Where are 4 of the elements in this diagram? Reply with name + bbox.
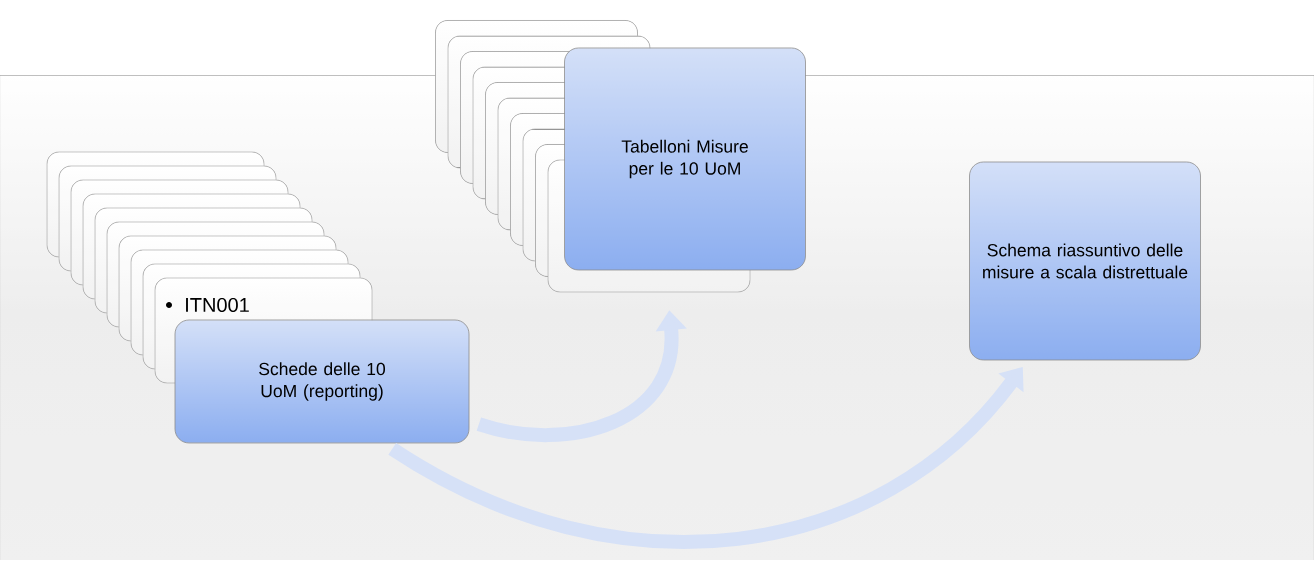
list-item: ITN001	[166, 297, 249, 313]
process-box: Schede delle 10 UoM (reporting)	[174, 319, 470, 444]
process-box: Schema riassuntivo delle misure a scala distrettuale	[969, 161, 1201, 361]
node-label: ITN001	[186, 297, 249, 313]
